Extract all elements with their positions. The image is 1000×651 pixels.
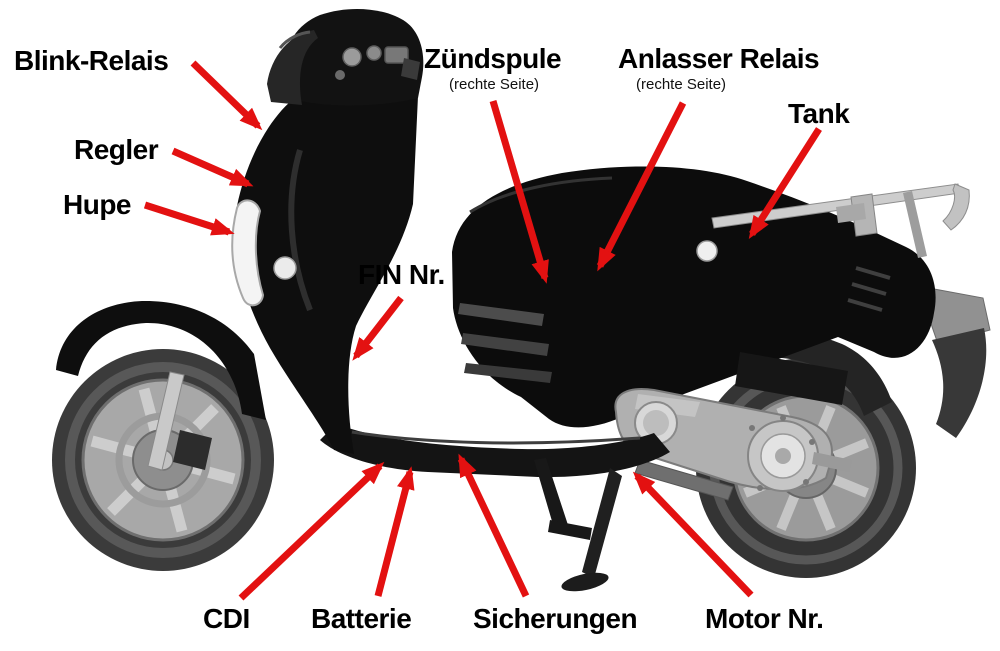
callout-arrows — [143, 60, 822, 601]
arrow-motor-nr — [632, 471, 754, 598]
body-and-seat — [452, 166, 936, 428]
label-zuendspule-note: (rechte Seite) — [449, 76, 540, 93]
label-hupe: Hupe — [63, 189, 132, 220]
scooter-photo — [52, 8, 991, 592]
label-anlasser-relais: Anlasser Relais — [618, 43, 820, 74]
arrow-zuendspule — [489, 100, 549, 284]
front-fork — [147, 371, 185, 471]
label-zuendspule: Zündspule — [424, 43, 562, 74]
label-regler: Regler — [74, 134, 159, 165]
front-emblem — [273, 256, 297, 280]
kickstand — [534, 458, 622, 592]
label-blink-relais: Blink-Relais — [14, 45, 169, 76]
engine — [614, 388, 852, 501]
arrow-anlasser-relais — [596, 101, 687, 272]
label-sicherungen: Sicherungen — [473, 603, 638, 634]
exhaust — [634, 459, 734, 501]
handlebar-cluster — [267, 8, 424, 106]
arrow-regler — [171, 147, 254, 188]
arrow-cdi — [238, 461, 385, 601]
label-anlasser-relais-note: (rechte Seite) — [636, 76, 727, 93]
label-tank: Tank — [788, 98, 850, 129]
label-fin-nr: FIN Nr. — [358, 259, 445, 290]
arrow-sicherungen — [457, 453, 530, 598]
arrow-batterie — [374, 466, 415, 597]
floorboard-edge — [351, 430, 641, 445]
arrow-hupe — [143, 201, 235, 236]
front-fender — [56, 300, 266, 420]
headlight — [231, 199, 265, 307]
arrow-fin-nr — [352, 295, 404, 361]
front-body — [231, 96, 418, 454]
luggage-rack — [711, 183, 970, 258]
arrow-blink-relais — [190, 60, 263, 131]
brake-caliper — [173, 430, 212, 470]
label-cdi: CDI — [203, 603, 250, 634]
arrow-tank — [748, 127, 822, 240]
front-wheel — [52, 349, 274, 571]
air-filter-box — [735, 352, 848, 405]
label-batterie: Batterie — [311, 603, 412, 634]
rear-mudflap — [932, 328, 987, 438]
fuel-cap — [696, 240, 718, 262]
floorboard — [320, 424, 670, 478]
label-motor-nr: Motor Nr. — [705, 603, 824, 634]
